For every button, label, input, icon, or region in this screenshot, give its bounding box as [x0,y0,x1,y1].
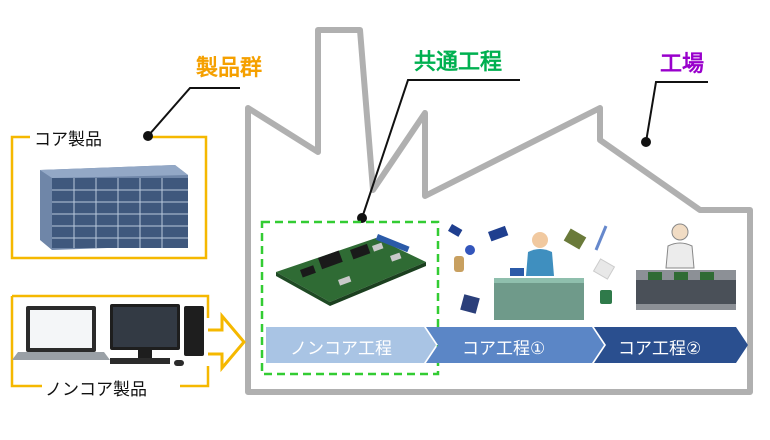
product-group-title: 製品群 [196,56,263,81]
common-process-title: 共通工程 [414,50,503,75]
core-product-label: コア製品 [34,130,102,150]
conveyor-image [636,223,736,310]
components-image [448,224,616,314]
noncore-product-bracket [10,294,210,388]
common-process-leader [361,79,520,219]
process-arrow-noncore [266,327,436,363]
process-arrow-core2 [594,327,748,363]
process-label-noncore: ノンコア工程 [290,339,392,359]
laptop-image [12,306,110,360]
factory-outline [245,27,753,395]
product-group-dot [143,131,153,141]
product-group-leader [147,87,240,137]
worker-table-image [494,232,584,320]
common-process-dot [357,213,367,223]
process-arrow-core1 [426,327,604,363]
circuit-board-image [276,233,426,306]
server-rack-image [40,165,188,250]
noncore-product-label: ノンコア製品 [45,380,147,400]
core-product-bracket [10,135,208,260]
process-label-core1: コア工程① [462,339,546,359]
desktop-image [110,304,204,366]
noncore-arrow-icon [208,311,246,373]
common-process-box [260,220,440,376]
factory-leader [645,81,708,143]
factory-dot [641,137,651,147]
factory-title: 工場 [660,52,705,77]
process-label-core2: コア工程② [618,339,702,359]
